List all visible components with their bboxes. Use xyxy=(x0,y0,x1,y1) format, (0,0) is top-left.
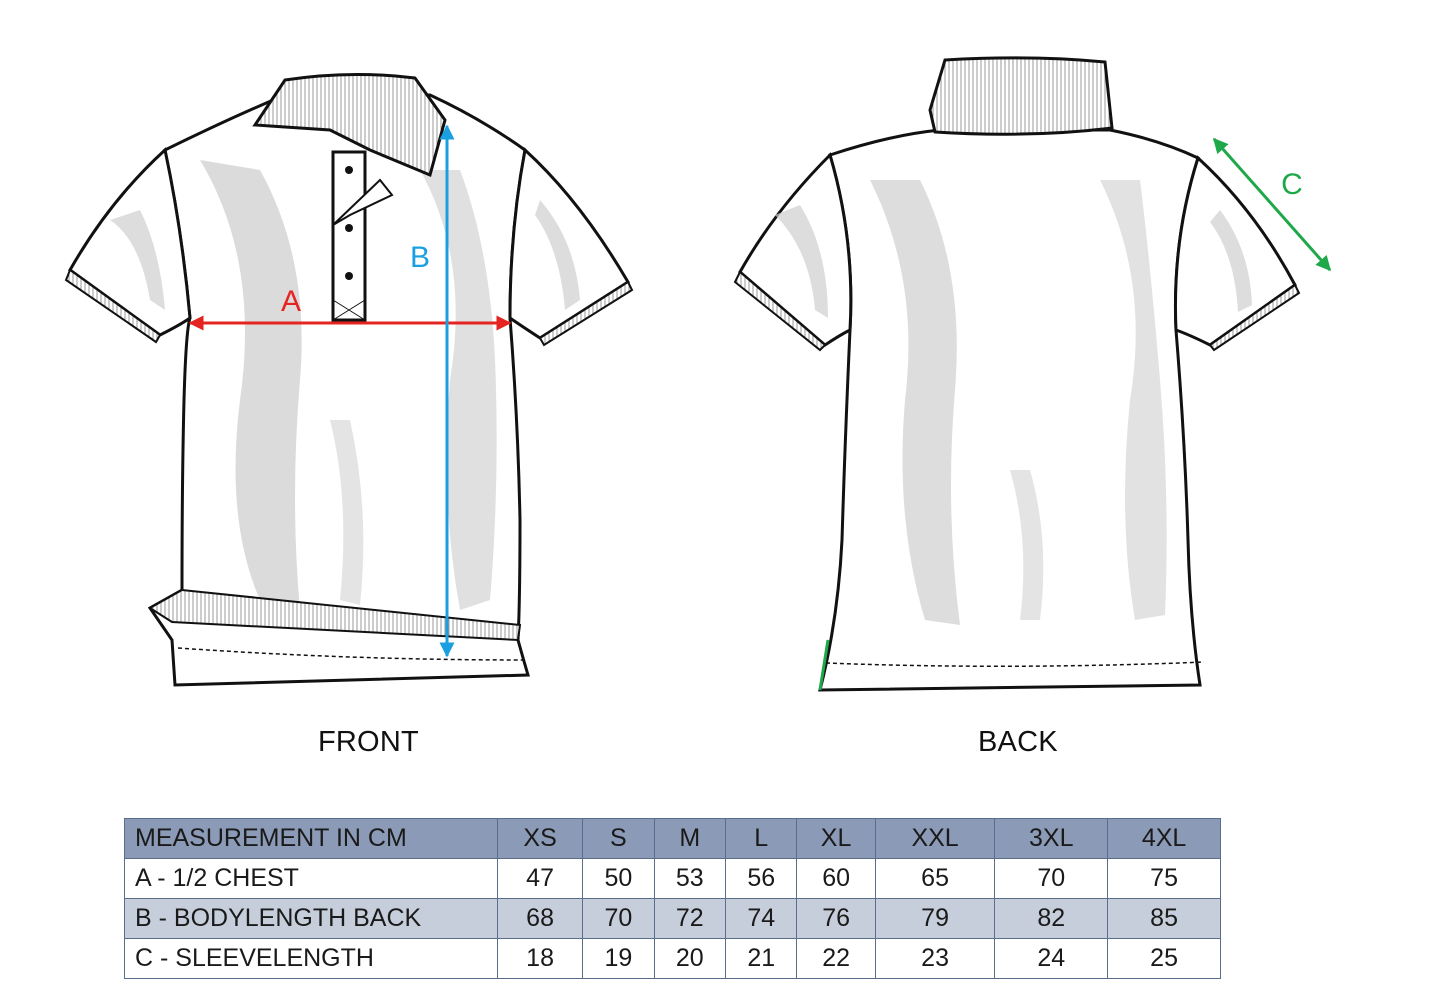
row-label: A - 1/2 CHEST xyxy=(124,858,498,899)
table-cell: 47 xyxy=(496,858,584,899)
table-cell: 85 xyxy=(1107,898,1221,939)
table-cell: 75 xyxy=(1107,858,1221,899)
table-cell: 20 xyxy=(653,938,727,979)
table-cell: 24 xyxy=(994,938,1109,979)
front-placket xyxy=(331,150,367,322)
header-size-xl: XL xyxy=(796,818,876,859)
table-cell: 22 xyxy=(796,938,876,979)
header-size-m: M xyxy=(653,818,727,859)
header-size-l: L xyxy=(725,818,798,859)
table-cell: 65 xyxy=(874,858,996,899)
table-cell: 23 xyxy=(874,938,996,979)
table-cell: 72 xyxy=(653,898,727,939)
table-cell: 74 xyxy=(725,898,798,939)
table-cell: 76 xyxy=(796,898,876,939)
front-collar xyxy=(252,72,447,178)
table-cell: 50 xyxy=(582,858,655,899)
table-row: B - BODYLENGTH BACK 68 70 72 74 76 79 82… xyxy=(124,898,1221,939)
table-header-row: MEASUREMENT IN CM XS S M L XL XXL 3XL 4X… xyxy=(124,818,1221,859)
table-cell: 21 xyxy=(725,938,798,979)
table-cell: 25 xyxy=(1107,938,1221,979)
table-cell: 18 xyxy=(496,938,584,979)
measurement-c-marker: C xyxy=(1212,137,1332,272)
marker-b-label: B xyxy=(410,241,430,274)
table-row: C - SLEEVELENGTH 18 19 20 21 22 23 24 25 xyxy=(124,938,1221,979)
front-view-label: FRONT xyxy=(318,726,419,758)
marker-a-label: A xyxy=(281,285,301,318)
header-size-3xl: 3XL xyxy=(994,818,1109,859)
back-left-sleeve xyxy=(738,152,853,347)
table-cell: 70 xyxy=(994,858,1109,899)
table-cell: 82 xyxy=(994,898,1109,939)
header-measurement: MEASUREMENT IN CM xyxy=(124,818,498,859)
table-cell: 56 xyxy=(725,858,798,899)
row-label: C - SLEEVELENGTH xyxy=(124,938,498,979)
table-cell: 19 xyxy=(582,938,655,979)
table-cell: 68 xyxy=(496,898,584,939)
measurement-a-marker: A xyxy=(188,285,512,331)
table-cell: 53 xyxy=(653,858,727,899)
front-right-sleeve xyxy=(508,147,631,340)
size-chart-table: MEASUREMENT IN CM XS S M L XL XXL 3XL 4X… xyxy=(124,818,1221,979)
table-row: A - 1/2 CHEST 47 50 53 56 60 65 70 75 xyxy=(124,858,1221,899)
header-size-4xl: 4XL xyxy=(1107,818,1221,859)
header-size-xxl: XXL xyxy=(874,818,996,859)
front-shirt xyxy=(64,72,634,687)
garment-illustration: A B C xyxy=(64,56,1332,692)
table-cell: 79 xyxy=(874,898,996,939)
back-collar xyxy=(928,56,1114,136)
row-label: B - BODYLENGTH BACK xyxy=(124,898,498,939)
back-view-label: BACK xyxy=(978,726,1058,758)
header-size-s: S xyxy=(582,818,655,859)
measurement-b-marker: B xyxy=(410,124,455,658)
table-cell: 70 xyxy=(582,898,655,939)
table-cell: 60 xyxy=(796,858,876,899)
header-size-xs: XS xyxy=(496,818,584,859)
marker-c-label: C xyxy=(1281,168,1303,201)
back-shirt xyxy=(733,56,1301,692)
front-left-sleeve xyxy=(68,147,192,337)
